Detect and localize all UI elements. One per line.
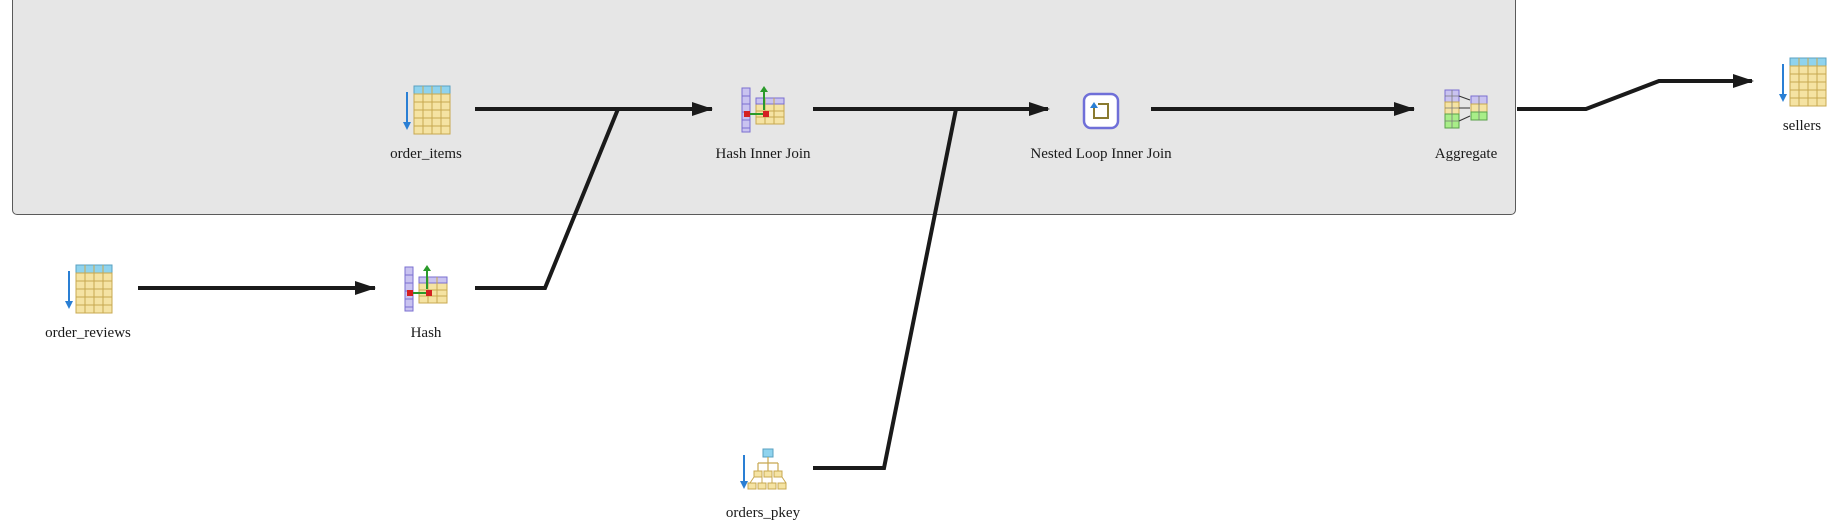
node-label: Aggregate (1434, 146, 1498, 162)
node-orders-pkey[interactable]: orders_pkey (678, 443, 848, 523)
index-scan-icon (740, 448, 787, 490)
nested-loop-icon (1082, 92, 1120, 130)
node-hash[interactable]: Hash (341, 263, 511, 343)
node-nested-loop-inner-join[interactable]: Nested Loop Inner Join (1016, 84, 1186, 164)
edge-orders-pkey-to-nested-loop (813, 108, 958, 470)
edge-arrowhead (1029, 102, 1050, 116)
node-label: order_reviews (45, 325, 131, 341)
table-scan-icon (403, 85, 451, 135)
edge-arrowhead (1733, 74, 1754, 88)
edge-arrowhead (1394, 102, 1415, 116)
node-label: sellers (1782, 118, 1822, 134)
table-scan-icon (1779, 57, 1827, 107)
aggregate-icon (1444, 89, 1488, 129)
edge-aggregate-to-sellers (1517, 79, 1752, 111)
node-label: orders_pkey (725, 505, 801, 521)
edge-arrowhead (692, 102, 713, 116)
hash-join-icon (741, 86, 785, 133)
node-order-items[interactable]: order_items (341, 84, 511, 164)
node-aggregate[interactable]: Aggregate (1381, 84, 1551, 164)
edge-hash-to-hash-join (475, 108, 620, 290)
node-sellers[interactable]: sellers (1717, 56, 1832, 136)
node-label: Hash (410, 325, 442, 341)
node-label: Nested Loop Inner Join (1030, 146, 1172, 162)
edge-arrowhead (355, 281, 376, 295)
hash-icon (404, 265, 448, 312)
table-scan-icon (65, 264, 113, 314)
node-label: Hash Inner Join (715, 146, 811, 162)
node-order-reviews[interactable]: order_reviews (3, 263, 173, 343)
node-hash-inner-join[interactable]: Hash Inner Join (678, 84, 848, 164)
node-label: order_items (390, 146, 462, 162)
